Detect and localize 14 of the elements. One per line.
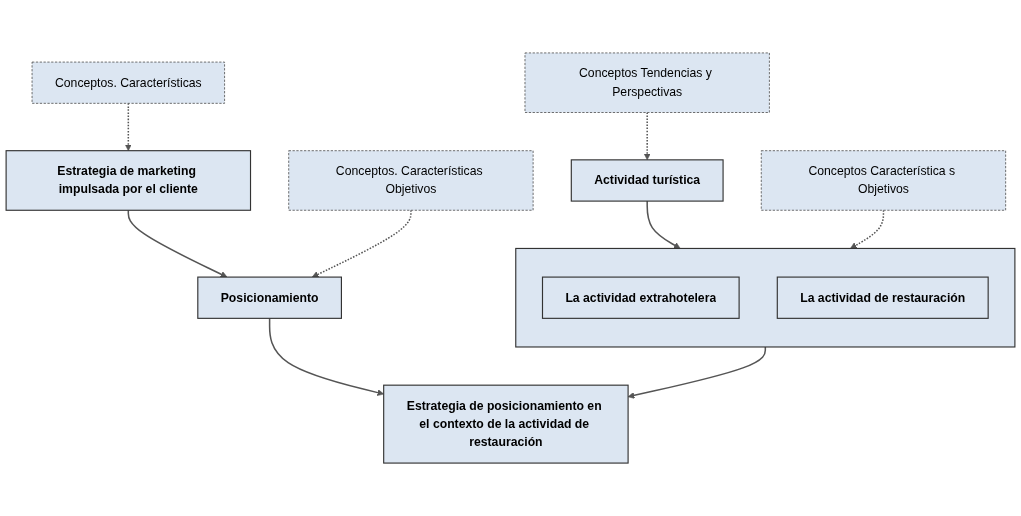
node-box: Estrategia de posicionamiento en el contexto de la actividad de restauración xyxy=(383,384,629,464)
node-box: Conceptos Característica s Objetivos xyxy=(760,150,1007,211)
arrow xyxy=(127,209,228,278)
node-box: Conceptos. Características xyxy=(31,61,225,104)
arrow xyxy=(646,200,681,249)
node-box: Estrategia de marketing impulsada por el cliente xyxy=(5,150,252,211)
node-box: Actividad turística xyxy=(570,159,724,202)
node-box: La actividad extrahotelera xyxy=(541,276,740,319)
node-box: Posicionamiento xyxy=(197,276,342,319)
node-box: Conceptos Tendencias y Perspectivas xyxy=(524,52,770,113)
node-box: La actividad de restauración xyxy=(776,276,989,319)
cluster xyxy=(515,247,1016,348)
arrow xyxy=(268,317,384,396)
node-box: Conceptos. Características Objetivos xyxy=(288,150,534,211)
